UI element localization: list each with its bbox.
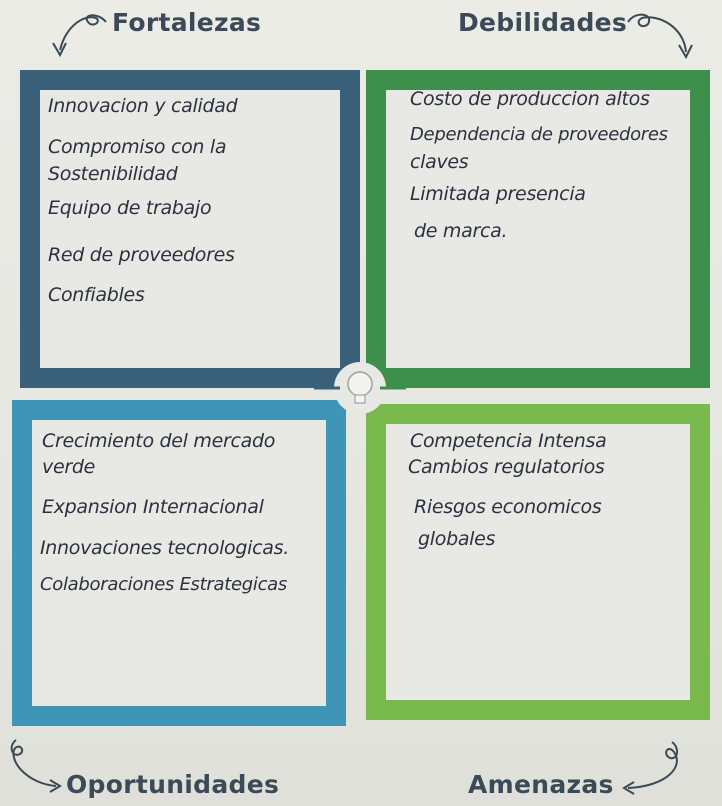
weaknesses-item: de marca. bbox=[414, 220, 508, 242]
opportunities-item: Innovaciones tecnologicas. bbox=[40, 537, 289, 559]
strengths-item: Compromiso con la bbox=[48, 136, 227, 158]
opportunities-item: Colaboraciones Estrategicas bbox=[40, 574, 287, 595]
threats-item: Riesgos economicos bbox=[414, 496, 602, 518]
strengths-box bbox=[20, 70, 360, 388]
threats-item: Cambios regulatorios bbox=[408, 456, 605, 478]
strengths-item: Red de proveedores bbox=[48, 244, 235, 266]
weaknesses-box bbox=[366, 70, 710, 388]
threats-item: globales bbox=[418, 528, 496, 550]
opportunities-box bbox=[12, 400, 346, 726]
strengths-item: Confiables bbox=[48, 284, 145, 306]
strengths-title: Fortalezas bbox=[112, 8, 262, 37]
weaknesses-title: Debilidades bbox=[458, 8, 628, 37]
threats-title: Amenazas bbox=[468, 770, 614, 799]
opportunities-item: Expansion Internacional bbox=[42, 496, 264, 518]
weaknesses-item: Limitada presencia bbox=[410, 183, 586, 205]
weaknesses-item: Costo de produccion altos bbox=[410, 88, 650, 110]
opportunities-item: verde bbox=[42, 456, 95, 478]
opportunities-title: Oportunidades bbox=[66, 770, 280, 799]
opportunities-item: Crecimiento del mercado bbox=[42, 430, 276, 452]
strengths-item: Equipo de trabajo bbox=[48, 197, 212, 219]
strengths-item: Sostenibilidad bbox=[48, 163, 178, 185]
weaknesses-item: Dependencia de proveedores bbox=[410, 124, 668, 145]
threats-box bbox=[366, 404, 710, 720]
weaknesses-item: claves bbox=[410, 151, 469, 173]
strengths-item: Innovacion y calidad bbox=[48, 95, 238, 117]
threats-item: Competencia Intensa bbox=[410, 430, 607, 452]
